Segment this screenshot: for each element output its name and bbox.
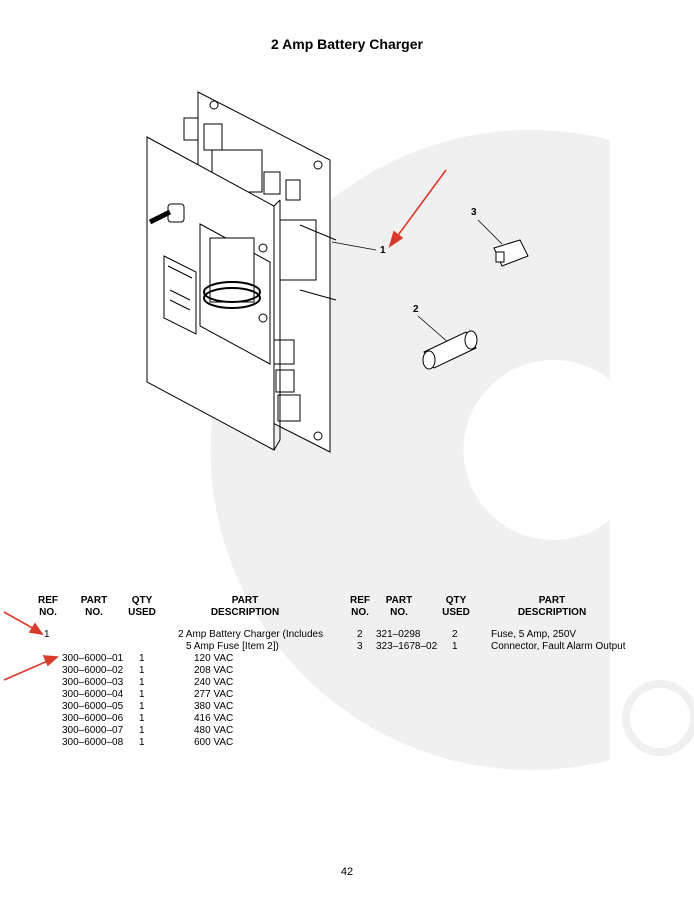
table-cell-qty: 1 bbox=[139, 677, 145, 688]
table-cell-ref: 1 bbox=[44, 629, 50, 640]
table-cell-qty: 1 bbox=[139, 713, 145, 724]
fuse bbox=[417, 315, 478, 370]
table-cell-qty: 1 bbox=[139, 701, 145, 712]
table-cell-part: 300–6000–08 bbox=[62, 737, 124, 748]
table-cell-desc: 120 VAC bbox=[194, 653, 234, 664]
table-cell-part: 300–6000–06 bbox=[62, 713, 124, 724]
table-cell-desc: 600 VAC bbox=[194, 737, 234, 748]
table-cell-desc: Fuse, 5 Amp, 250V bbox=[491, 629, 577, 640]
table-cell-qty: 1 bbox=[139, 725, 145, 736]
table-cell-qty: 1 bbox=[139, 689, 145, 700]
callout-1: 1 bbox=[380, 245, 386, 256]
table-cell-ref: 3 bbox=[357, 641, 363, 652]
table-cell-desc: 277 VAC bbox=[194, 689, 234, 700]
page-title: 2 Amp Battery Charger bbox=[271, 36, 423, 52]
table-cell-ref: 2 bbox=[357, 629, 363, 640]
table-cell-qty: 2 bbox=[452, 629, 458, 640]
header-part-left: PART NO. bbox=[80, 595, 108, 618]
table-cell-qty: 1 bbox=[139, 665, 145, 676]
header-part-right: PART NO. bbox=[385, 595, 413, 618]
header-desc-left: PART DESCRIPTION bbox=[210, 595, 280, 618]
header-ref-left: REF NO. bbox=[38, 595, 58, 618]
page-number: 42 bbox=[340, 866, 354, 878]
table-cell-qty: 1 bbox=[139, 653, 145, 664]
charger-front-cover bbox=[146, 136, 281, 451]
table-cell-part: 300–6000–07 bbox=[62, 725, 124, 736]
table-cell-part: 300–6000–02 bbox=[62, 665, 124, 676]
table-cell-part: 300–6000–03 bbox=[62, 677, 124, 688]
table-cell-desc: 416 VAC bbox=[194, 713, 234, 724]
table-cell-desc: 240 VAC bbox=[194, 677, 234, 688]
table-cell-part: 300–6000–04 bbox=[62, 689, 124, 700]
annotation-arrows bbox=[3, 169, 447, 681]
callout-2: 2 bbox=[413, 304, 419, 315]
table-cell-desc: 380 VAC bbox=[194, 701, 234, 712]
connector bbox=[477, 219, 529, 267]
table-cell-desc: 2 Amp Battery Charger (Includes bbox=[178, 629, 324, 640]
table-cell-part: 323–1678–02 bbox=[376, 641, 438, 652]
table-cell-qty: 1 bbox=[452, 641, 458, 652]
table-cell-qty: 1 bbox=[139, 737, 145, 748]
header-qty-left: QTY USED bbox=[128, 595, 156, 618]
header-qty-right: QTY USED bbox=[442, 595, 470, 618]
table-cell-part: 321–0298 bbox=[376, 629, 421, 640]
table-cell-desc: Connector, Fault Alarm Output bbox=[491, 641, 626, 652]
callout-3: 3 bbox=[471, 207, 477, 218]
header-desc-right: PART DESCRIPTION bbox=[517, 595, 587, 618]
table-cell-desc: 208 VAC bbox=[194, 665, 234, 676]
table-cell-part: 300–6000–01 bbox=[62, 653, 124, 664]
table-cell-desc: 480 VAC bbox=[194, 725, 234, 736]
table-cell-part: 300–6000–05 bbox=[62, 701, 124, 712]
table-cell-desc: 5 Amp Fuse [Item 2]) bbox=[186, 641, 279, 652]
header-ref-right: REF NO. bbox=[350, 595, 370, 618]
